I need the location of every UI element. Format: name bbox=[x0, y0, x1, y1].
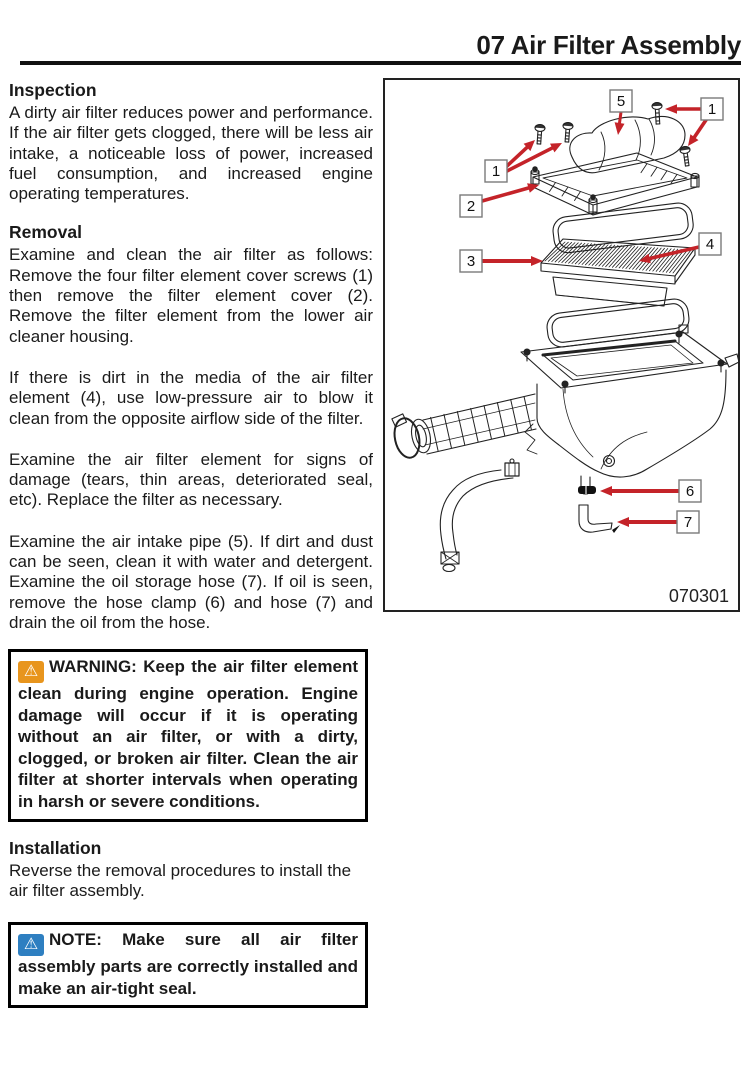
installation-section: Installation Reverse the removal procedu… bbox=[9, 838, 373, 923]
air-filter-diagram: 5 1 1 2 3 4 6 bbox=[391, 89, 738, 606]
callout-5: 5 bbox=[609, 89, 633, 113]
callout-label: 6 bbox=[686, 483, 694, 500]
title-rule bbox=[20, 61, 741, 65]
callout-1-left: 1 bbox=[484, 159, 508, 183]
warning-label: WARNING bbox=[49, 657, 132, 676]
note-triangle-icon: ⚠ bbox=[18, 934, 44, 956]
callout-6: 6 bbox=[678, 479, 702, 503]
callout-label: 2 bbox=[467, 198, 475, 215]
callout-4: 4 bbox=[698, 232, 722, 256]
upper-gasket bbox=[552, 202, 694, 254]
drain-hose bbox=[439, 458, 520, 573]
page-title: 07 Air Filter Assembly bbox=[476, 30, 741, 60]
screw-icon bbox=[651, 101, 663, 125]
callout-3: 3 bbox=[459, 249, 483, 273]
hose-clamp bbox=[578, 486, 596, 494]
removal-heading: Removal bbox=[9, 222, 82, 243]
callout-2: 2 bbox=[459, 194, 483, 218]
callout-label: 3 bbox=[467, 253, 475, 270]
callout-label: 1 bbox=[708, 101, 716, 118]
filter-cover bbox=[530, 116, 700, 216]
removal-paragraph-3: Examine the air filter element for signs… bbox=[9, 449, 373, 510]
warning-text: : Keep the air filter element clean duri… bbox=[18, 657, 358, 811]
screw-icon bbox=[534, 123, 546, 145]
filter-pleats bbox=[544, 241, 692, 274]
callout-label: 7 bbox=[684, 514, 692, 531]
warning-box: ⚠ WARNING: Keep the air filter element cl… bbox=[8, 649, 368, 822]
callout-1-right: 1 bbox=[700, 97, 724, 121]
installation-heading: Installation bbox=[9, 838, 102, 858]
text-column: Inspection A dirty air filter reduces po… bbox=[9, 80, 373, 633]
note-label: NOTE bbox=[49, 930, 97, 949]
cover-screws bbox=[534, 101, 691, 167]
callout-label: 4 bbox=[706, 236, 714, 253]
removal-paragraph-2: If there is dirt in the media of the air… bbox=[9, 367, 373, 428]
callout-7: 7 bbox=[676, 510, 700, 534]
tube-ribs bbox=[430, 395, 532, 452]
note-text: : Make sure all air filter assembly part… bbox=[18, 930, 358, 998]
exploded-diagram-figure: 5 1 1 2 3 4 6 bbox=[383, 78, 740, 612]
note-box: ⚠ NOTE: Make sure all air filter assembly… bbox=[8, 922, 368, 1009]
callout-arrows bbox=[479, 104, 709, 527]
removal-paragraph-1: Examine and clean the air filter as foll… bbox=[9, 245, 373, 346]
removal-paragraph-4: Examine the air intake pipe (5). If dirt… bbox=[9, 531, 373, 632]
callout-label: 1 bbox=[492, 163, 500, 180]
installation-paragraph: Reverse the removal procedures to instal… bbox=[9, 861, 352, 901]
air-intake-pipe bbox=[391, 393, 537, 459]
filter-element bbox=[540, 238, 696, 307]
callout-label: 5 bbox=[617, 93, 625, 110]
inspection-paragraph: A dirty air filter reduces power and per… bbox=[9, 103, 373, 204]
inspection-heading: Inspection bbox=[9, 80, 97, 100]
screw-icon bbox=[562, 121, 574, 143]
lower-housing bbox=[520, 324, 738, 495]
oil-storage-hose bbox=[578, 504, 620, 533]
screw-icon bbox=[679, 145, 691, 167]
figure-code: 070301 bbox=[669, 586, 729, 606]
warning-triangle-icon: ⚠ bbox=[18, 661, 44, 683]
